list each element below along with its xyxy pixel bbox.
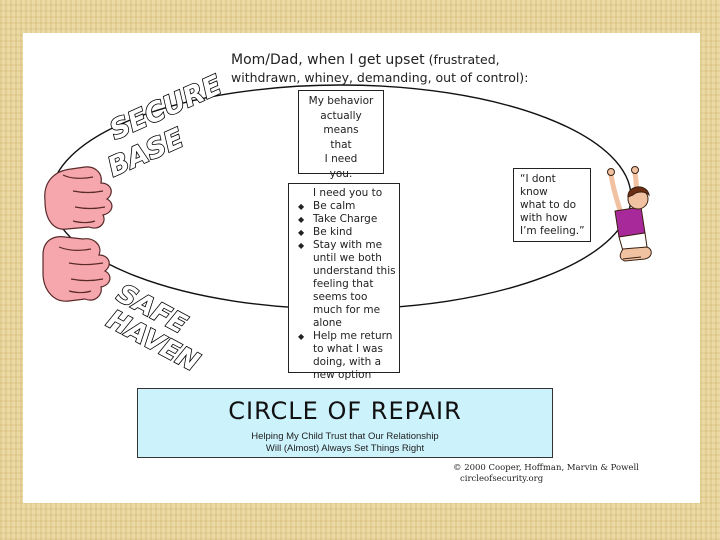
subtitle-line1: Helping My Child Trust that Our Relation… [251,431,439,442]
child-quote-box: “I dont know what to do with how I’m fee… [513,168,591,242]
quote-line: what to do [520,199,577,211]
behavior-line: actually [320,109,362,122]
title-box: CIRCLE OF REPAIR Helping My Child Trust … [137,388,553,458]
behavior-line: you. [329,167,353,180]
copyright-line: © 2000 Cooper, Hoffman, Marvin & Powell [453,463,639,473]
needs-box: I need you to Be calm Take Charge Be kin… [288,183,400,381]
behavior-line: My behavior [308,95,374,107]
subtitle-line2: Will (Almost) Always Set Things Right [265,443,425,454]
diagram-subtitle: Helping My Child Trust that Our Relation… [138,431,552,455]
diagram-header: Mom/Dad, when I get upset (frustrated, w… [231,51,531,86]
slide-content: SECURE BASE SAFE HAVEN [23,33,700,503]
quote-line: with how [520,212,568,224]
quote-line: I’m feeling.” [520,225,585,237]
website-link: circleofsecurity.org [460,474,544,484]
needs-list: Be calm Take Charge Be kind Stay with me… [294,200,399,382]
header-rest: (frustrated, [424,52,500,67]
upper-hand-icon [44,166,113,230]
copyright-notice: © 2000 Cooper, Hoffman, Marvin & Powell … [453,463,639,485]
safe-haven-label: SAFE HAVEN [101,278,205,379]
header-lead: Mom/Dad, when I get upset [231,52,425,68]
needs-intro: I need you to [313,187,383,199]
need-item: Stay with me until we both understand th… [294,239,399,330]
quote-line: “I dont [520,173,556,185]
header-line2: withdrawn, whiney, demanding, out of con… [231,70,529,85]
diagram-title: CIRCLE OF REPAIR [228,397,462,425]
behavior-box: My behavior actually means that I need y… [298,90,384,180]
quote-line: know [520,186,548,198]
child-icon [607,166,652,262]
lower-hand-icon [42,236,111,302]
need-item: Be calm [294,200,399,213]
need-item: Take Charge [294,213,399,226]
behavior-line: means [323,124,359,136]
behavior-line: I need [324,153,358,165]
behavior-line: that [330,138,352,151]
circle-diagram: SECURE BASE SAFE HAVEN [42,69,652,379]
secure-base-label: SECURE BASE [102,69,227,184]
need-item: Help me return to what I was doing, with… [294,330,399,382]
need-item: Be kind [294,226,399,239]
